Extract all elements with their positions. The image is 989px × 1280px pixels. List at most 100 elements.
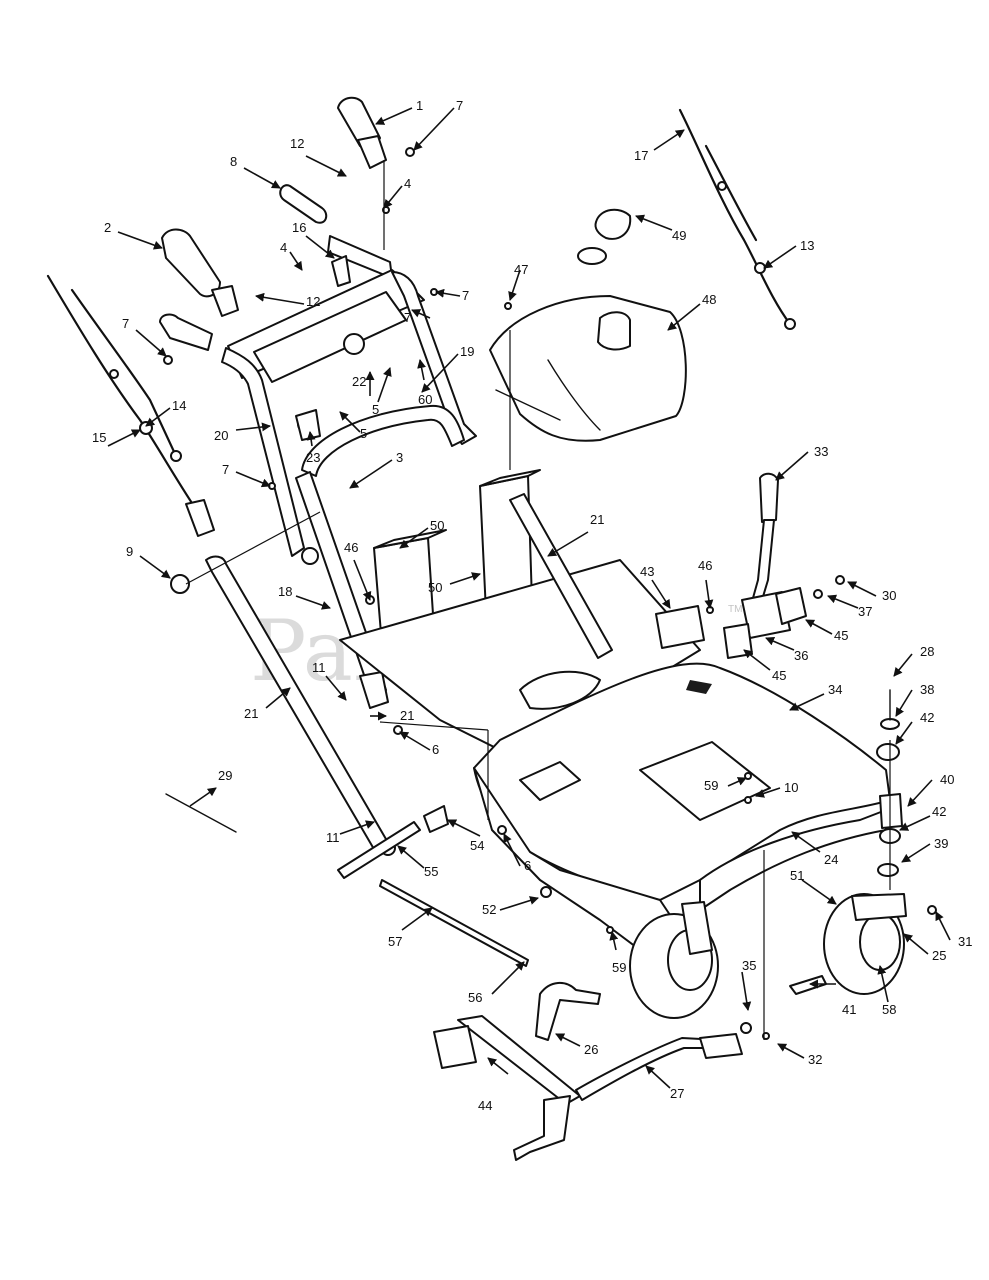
callout-label: 60: [418, 392, 432, 407]
callout-label: 2: [104, 220, 111, 235]
callout-label: 7: [404, 310, 411, 325]
grip-2: [161, 228, 221, 298]
callout-label: 3: [396, 450, 403, 465]
callout-label: 14: [172, 398, 186, 413]
callout-label: 10: [784, 780, 798, 795]
deck-left-pocket: [519, 761, 581, 801]
callout-label: 47: [514, 262, 528, 277]
hardware: [163, 147, 937, 1040]
callout-label: 25: [932, 948, 946, 963]
callout-label: 59: [704, 778, 718, 793]
top-grip-bracket: [357, 135, 387, 169]
callout-label: 27: [670, 1086, 684, 1101]
callout-label: 5: [360, 426, 367, 441]
tube-55: [337, 821, 421, 879]
front-left-wheel: [629, 901, 719, 1019]
front-right-wheel: [823, 893, 907, 995]
callout-label: 7: [122, 316, 129, 331]
callout-label: 55: [424, 864, 438, 879]
callout-label: 45: [834, 628, 848, 643]
fuel-cap: [577, 208, 632, 265]
right-strut: [509, 493, 613, 659]
callout-label: 21: [590, 512, 604, 527]
callout-label: 32: [808, 1052, 822, 1067]
caster-axle: [789, 975, 827, 995]
left-control-cables: [46, 274, 215, 537]
callout-label: 17: [634, 148, 648, 163]
callout-label: 22: [352, 374, 366, 389]
pin-29: [165, 793, 237, 833]
callout-label: 36: [794, 648, 808, 663]
callout-label: 6: [432, 742, 439, 757]
callout-label: 46: [698, 558, 712, 573]
callout-label: 20: [214, 428, 228, 443]
callout-label: 24: [824, 852, 838, 867]
callout-label: 11: [312, 660, 326, 675]
callout-label: 26: [584, 1042, 598, 1057]
callout-label: 35: [742, 958, 756, 973]
callout-label: 39: [934, 836, 948, 851]
callout-label: 29: [218, 768, 232, 783]
handle-left-arm: [221, 347, 305, 557]
callout-label: 19: [460, 344, 474, 359]
rod-57: [379, 879, 529, 967]
callout-label: 21: [244, 706, 258, 721]
callout-label: 50: [430, 518, 444, 533]
callout-label: 4: [404, 176, 411, 191]
deck-window: [639, 741, 771, 821]
callout-label: 21: [400, 708, 414, 723]
blade-access-plate: [519, 670, 601, 710]
callout-label: 40: [940, 772, 954, 787]
callout-label: 38: [920, 682, 934, 697]
callout-label: 30: [882, 588, 896, 603]
callout-label: 46: [344, 540, 358, 555]
grip-2-bracket: [211, 285, 239, 317]
callout-label: 28: [920, 644, 934, 659]
callout-label: 12: [306, 294, 320, 309]
callout-label: 44: [478, 1098, 492, 1113]
callout-label: 8: [230, 154, 237, 169]
handle-clip-23: [295, 409, 321, 441]
lower-left-grip: [159, 313, 213, 351]
callout-label: 18: [278, 584, 292, 599]
grip-8: [279, 184, 328, 224]
callout-label: 11: [326, 830, 340, 845]
callout-label: 41: [842, 1002, 856, 1017]
mower-deck: [473, 662, 891, 951]
callout-label: 33: [814, 444, 828, 459]
main-frame: [205, 469, 701, 857]
callout-label: 50: [428, 580, 442, 595]
callout-label: 59: [612, 960, 626, 975]
callout-label: 51: [790, 868, 804, 883]
fuel-tank: [489, 295, 687, 442]
callout-label: 45: [772, 668, 786, 683]
callout-label: 49: [672, 228, 686, 243]
callout-label: 5: [372, 402, 379, 417]
callout-label: 1: [416, 98, 423, 113]
handle-panel: [253, 291, 407, 383]
callouts: 1 2 3 4 4 5 5 6 6 7 7 7 7 7 8 9 10: [92, 98, 972, 1113]
callout-label: 43: [640, 564, 654, 579]
callout-label: 9: [126, 544, 133, 559]
callout-label: 58: [882, 1002, 896, 1017]
callout-label: 23: [306, 450, 320, 465]
callout-label: 7: [222, 462, 229, 477]
callout-label: 37: [858, 604, 872, 619]
handle-assembly: [159, 96, 477, 709]
callout-label: 13: [800, 238, 814, 253]
handle-knob-16: [331, 255, 351, 287]
height-adjust-assembly: [433, 982, 743, 1161]
callout-label: 57: [388, 934, 402, 949]
mount-bracket-right-flange: [479, 469, 541, 487]
callout-label: 16: [292, 220, 306, 235]
callout-label: 54: [470, 838, 484, 853]
callout-label: 6: [524, 858, 531, 873]
shift-lever: [741, 472, 807, 639]
callout-label: 31: [958, 934, 972, 949]
callout-label: 7: [456, 98, 463, 113]
bushing-54: [423, 805, 449, 833]
handle-center-hole: [343, 333, 365, 355]
right-control-cables: [678, 108, 796, 330]
watermark-trademark: TM: [728, 604, 742, 615]
